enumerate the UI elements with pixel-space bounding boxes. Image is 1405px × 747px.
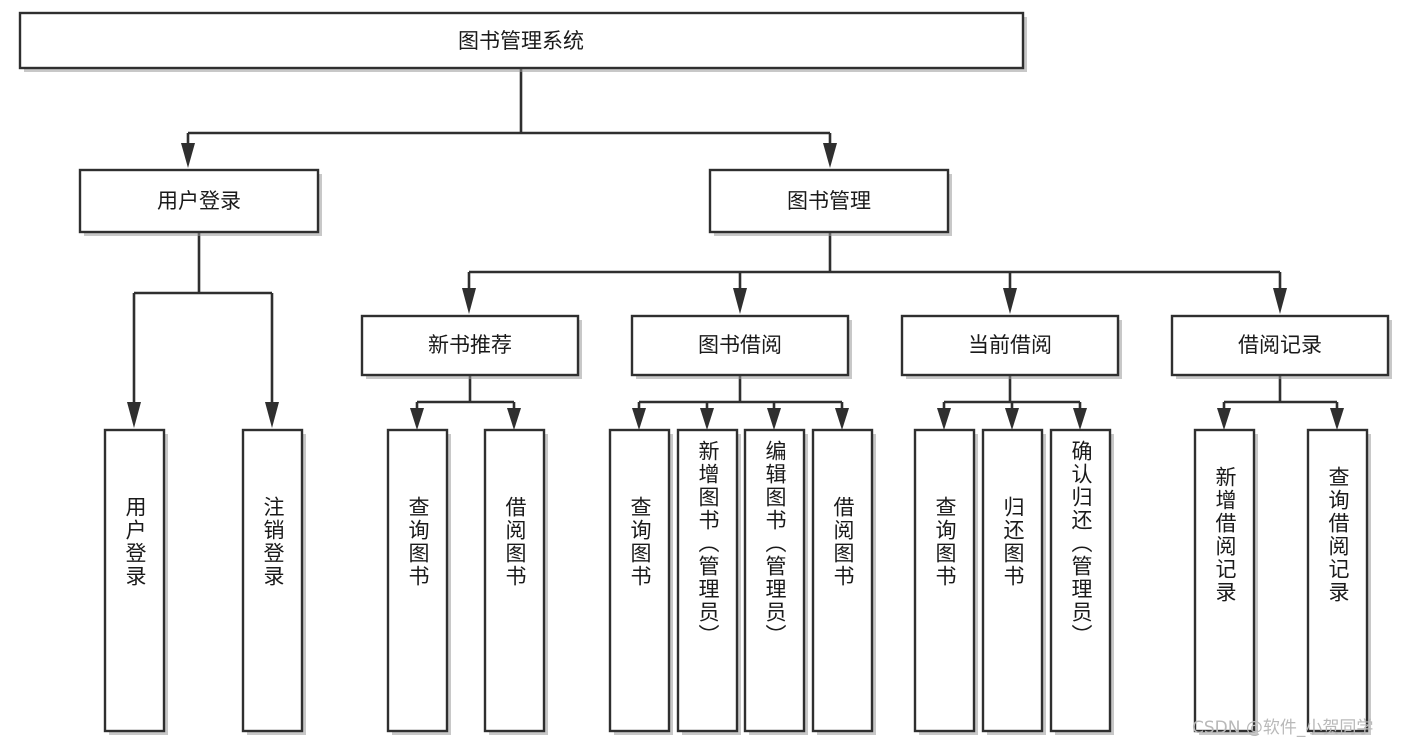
node-root[interactable]: 图书管理系统 xyxy=(18,11,1027,72)
root-rect xyxy=(18,11,1025,70)
arrowhead-book-manage xyxy=(823,143,837,168)
leaf-borrow-query-book[interactable] xyxy=(608,428,673,735)
user-login-rect xyxy=(78,168,320,234)
arrowhead-current-leaf2 xyxy=(1005,408,1019,430)
book-borrow-rect xyxy=(630,314,850,377)
arrowhead-borrow-leaf3 xyxy=(767,408,781,430)
arrowhead-borrow-record xyxy=(1273,288,1287,314)
new-book-label: 新书推荐 xyxy=(428,333,512,357)
leaf-newbook-query-rect xyxy=(386,428,449,733)
leaf-borrow-query-rect xyxy=(608,428,671,733)
leaf-borrow-edit-rect xyxy=(743,428,806,733)
leaf-newbook-borrow-rect xyxy=(483,428,546,733)
root-label: 图书管理系统 xyxy=(458,29,584,53)
leaf-newbook-borrow-book[interactable] xyxy=(483,428,548,735)
connectors xyxy=(127,68,1344,430)
leaf-current-return-book[interactable] xyxy=(981,428,1046,735)
leaf-current-return-rect xyxy=(981,428,1044,733)
new-book-rect xyxy=(360,314,580,377)
leaf-borrow-add-book[interactable] xyxy=(676,428,741,735)
leaf-user-login-rect xyxy=(103,428,166,733)
arrowhead-current-leaf1 xyxy=(937,408,951,430)
arrowhead-borrow-leaf4 xyxy=(835,408,849,430)
arrowhead-newbook-leaf2 xyxy=(507,408,521,430)
arrowhead-current-leaf3 xyxy=(1073,408,1087,430)
current-borrow-rect xyxy=(900,314,1120,377)
leaf-newbook-query-book[interactable] xyxy=(386,428,451,735)
node-current-borrow[interactable]: 当前借阅 xyxy=(900,314,1122,379)
leaf-borrow-borrow-book[interactable] xyxy=(811,428,876,735)
node-user-login[interactable]: 用户登录 xyxy=(78,168,322,236)
arrowhead-borrow-leaf1 xyxy=(632,408,646,430)
leaf-borrow-edit-book[interactable] xyxy=(743,428,808,735)
arrowhead-new-book xyxy=(462,288,476,314)
book-borrow-label: 图书借阅 xyxy=(698,333,782,357)
leaf-record-query-rect xyxy=(1306,428,1369,733)
arrowhead-borrow-leaf2 xyxy=(700,408,714,430)
leaf-nodes xyxy=(103,428,1371,735)
leaf-record-add-rect xyxy=(1193,428,1256,733)
leaf-logout[interactable] xyxy=(241,428,306,735)
arrowhead-book-borrow xyxy=(733,288,747,314)
leaf-current-confirm-return[interactable] xyxy=(1049,428,1114,735)
node-borrow-record[interactable]: 借阅记录 xyxy=(1170,314,1392,379)
book-manage-label: 图书管理 xyxy=(787,189,871,213)
leaf-current-query-rect xyxy=(913,428,976,733)
borrow-record-rect xyxy=(1170,314,1390,377)
arrowhead-record-leaf1 xyxy=(1217,408,1231,430)
user-login-label: 用户登录 xyxy=(157,189,241,213)
current-borrow-label: 当前借阅 xyxy=(968,333,1052,357)
arrowhead-current-borrow xyxy=(1003,288,1017,314)
leaf-current-query-book[interactable] xyxy=(913,428,978,735)
leaf-borrow-add-rect xyxy=(676,428,739,733)
leaf-logout-rect xyxy=(241,428,304,733)
borrow-record-label: 借阅记录 xyxy=(1238,333,1322,357)
leaf-user-login[interactable] xyxy=(103,428,168,735)
arrowhead-leaf-user-login xyxy=(127,402,141,428)
book-manage-rect xyxy=(708,168,950,234)
arrowhead-record-leaf2 xyxy=(1330,408,1344,430)
leaf-current-confirm-rect xyxy=(1049,428,1112,733)
leaf-borrow-borrow-rect xyxy=(811,428,874,733)
leaf-record-query[interactable] xyxy=(1306,428,1371,735)
arrowhead-leaf-logout xyxy=(265,402,279,428)
arrowhead-user-login xyxy=(181,143,195,168)
leaf-record-add[interactable] xyxy=(1193,428,1258,735)
node-book-borrow[interactable]: 图书借阅 xyxy=(630,314,852,379)
node-book-manage[interactable]: 图书管理 xyxy=(708,168,952,236)
node-new-book-recommend[interactable]: 新书推荐 xyxy=(360,314,582,379)
arrowhead-newbook-leaf1 xyxy=(410,408,424,430)
